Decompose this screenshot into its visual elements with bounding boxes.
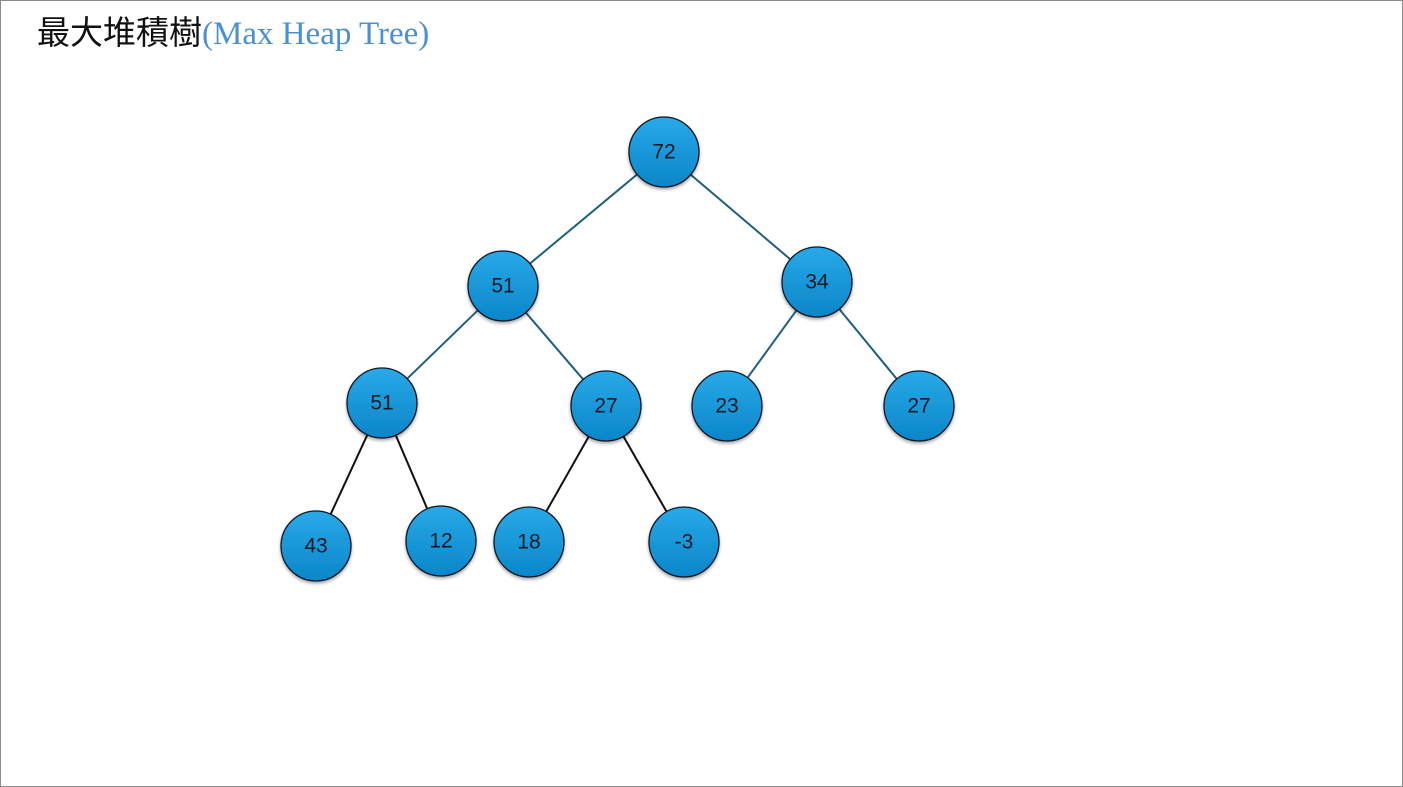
tree-edge-n3-n6	[746, 309, 798, 379]
tree-edge-n1-n3	[690, 173, 791, 261]
tree-node-circle	[467, 250, 539, 322]
tree-node: 27	[883, 370, 955, 442]
tree-edge-n4-n8	[329, 434, 369, 515]
tree-edge-n2-n4	[406, 309, 479, 380]
tree-node: 12	[405, 505, 477, 577]
tree-node-circle	[570, 370, 642, 442]
tree-node: 18	[493, 506, 565, 578]
tree-node-label: 51	[491, 275, 514, 298]
tree-node-label: 72	[652, 141, 675, 164]
tree-node-label: 43	[304, 535, 327, 558]
tree-node-circle	[648, 506, 720, 578]
title-english: (Max Heap Tree)	[202, 16, 430, 52]
tree-node-circle	[346, 367, 418, 439]
title-chinese: 最大堆積樹	[37, 13, 202, 52]
nodes-layer: 72 51 34 51 27 23 27 43 12 18 -3	[280, 116, 955, 582]
tree-node-label: 34	[805, 271, 829, 294]
tree-node-circle	[493, 506, 565, 578]
tree-node-label: 23	[715, 395, 738, 418]
tree-node-label: 12	[429, 530, 452, 553]
tree-node: 27	[570, 370, 642, 442]
page-title: 最大堆積樹(Max Heap Tree)	[37, 11, 429, 56]
tree-node-label: 27	[907, 395, 930, 418]
tree-edge-n5-n10	[545, 435, 590, 513]
tree-edge-n2-n5	[525, 311, 584, 381]
tree-node: 43	[280, 510, 352, 582]
tree-edge-n1-n2	[529, 173, 638, 265]
tree-node-circle	[883, 370, 955, 442]
tree-node: 72	[628, 116, 700, 188]
tree-node-circle	[628, 116, 700, 188]
tree-node: 23	[691, 370, 763, 442]
tree-node: 51	[346, 367, 418, 439]
tree-edge-n3-n7	[838, 308, 898, 380]
tree-node-circle	[280, 510, 352, 582]
tree-node-label: 51	[370, 392, 393, 415]
tree-node: 51	[467, 250, 539, 322]
tree-node-circle	[781, 246, 853, 318]
tree-node-label: 18	[517, 531, 540, 554]
tree-node-label: 27	[594, 395, 617, 418]
tree-node-label: -3	[675, 531, 694, 554]
tree-node-circle	[691, 370, 763, 442]
tree-edge-n4-n9	[394, 434, 429, 510]
tree-node: -3	[648, 506, 720, 578]
tree-edge-n5-n11	[622, 435, 668, 513]
edges-layer	[329, 173, 898, 515]
tree-node-circle	[405, 505, 477, 577]
tree-node: 34	[781, 246, 853, 318]
